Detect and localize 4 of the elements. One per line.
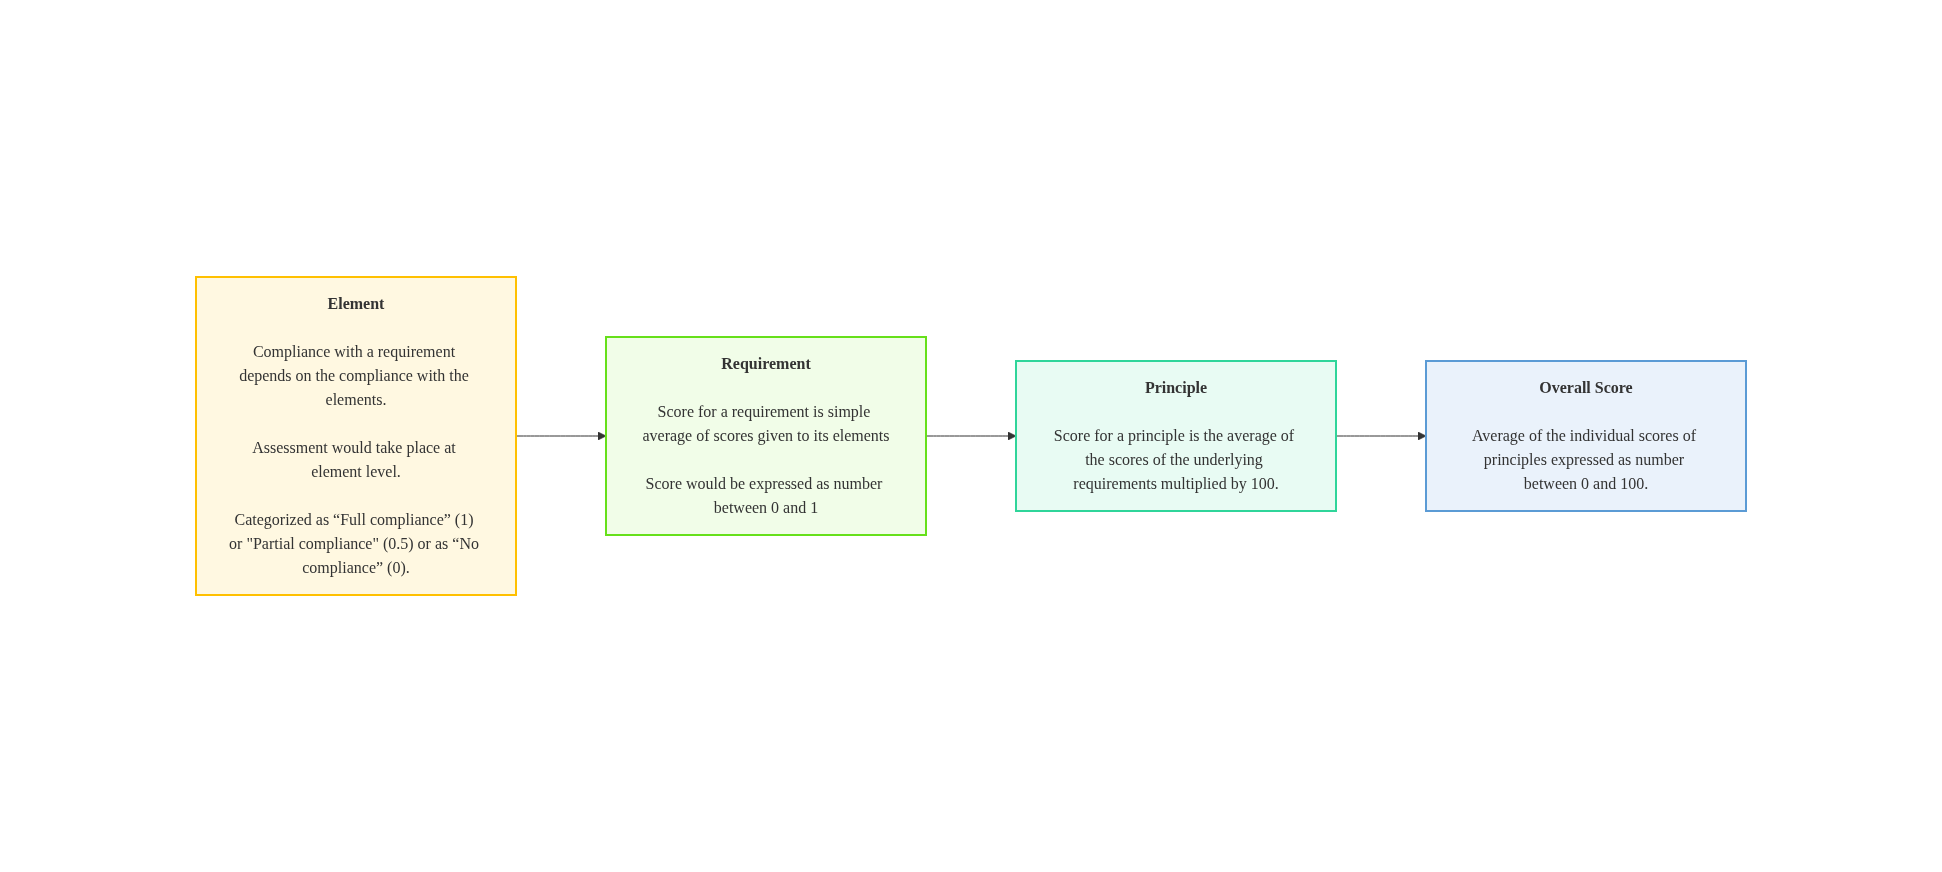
- node-box: Requirement Score for a requirement is simple average of scores given to its elements Score would be expressed as number between 0 and 1: [605, 336, 927, 536]
- node-box: Overall Score Average of the individual scores of principles expressed as number between 0 and 100.: [1425, 360, 1747, 512]
- node-box: Principle Score for a principle is the average of the scores of the underlying requirements multiplied by 100.: [1015, 360, 1337, 512]
- node-box: Element Compliance with a requirement depends on the compliance with the elements. Assessment would take place at element level. Categorized as “Full compliance” (1) or "Partial compliance" (0.5) or as “No compliance” (0).: [195, 276, 517, 596]
